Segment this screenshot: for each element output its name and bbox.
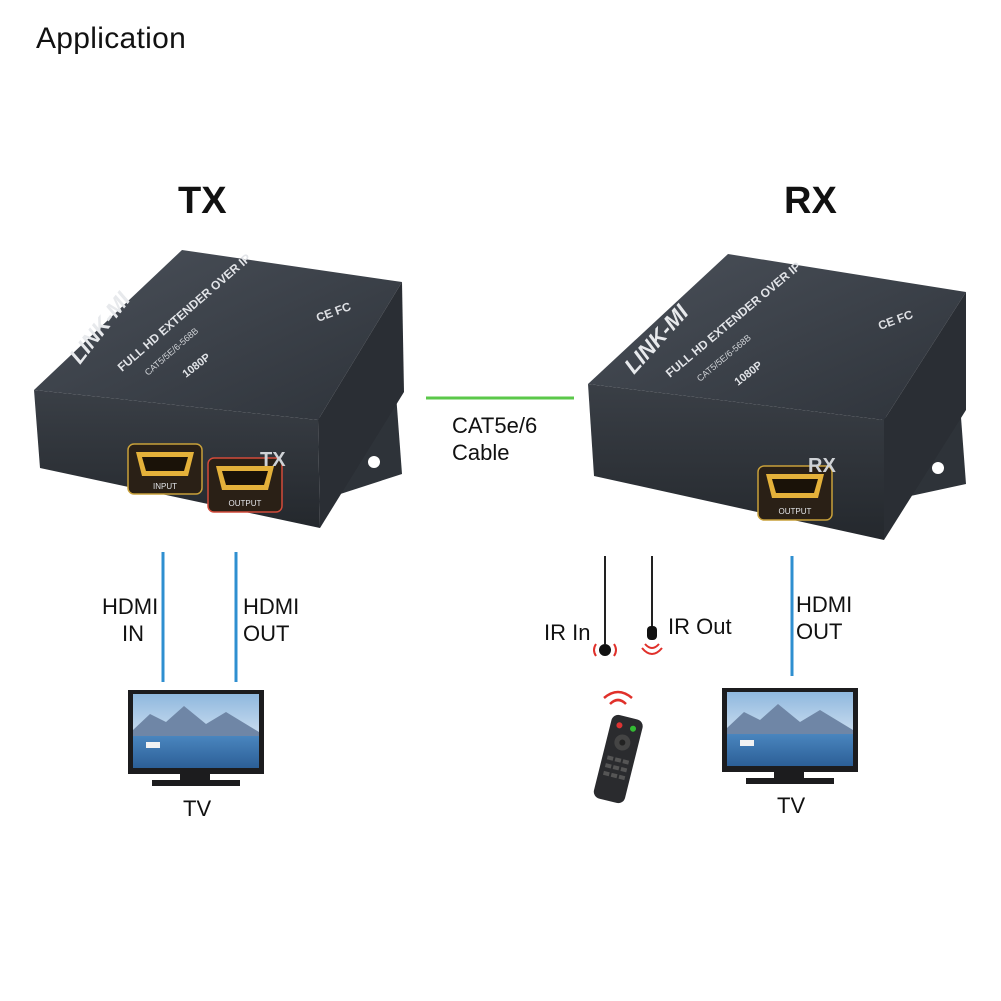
tx-device: LINK-MI FULL HD EXTENDER OVER IP CAT5/5E…: [34, 250, 404, 528]
remote-control-icon: [593, 690, 643, 804]
tx-hdmi-out-label-line-2: OUT: [243, 621, 290, 646]
tx-side-panel: [318, 282, 404, 528]
rx-front-mark: RX: [808, 455, 836, 477]
ir-in-sensor: [599, 644, 611, 656]
cable-label-line-1: CAT5e/6: [452, 413, 538, 438]
tx-front-mark: TX: [260, 449, 286, 471]
tx-tv-icon: [128, 690, 264, 786]
cable-label-line-2: Cable: [452, 440, 510, 465]
rx-tv-label: TV: [777, 793, 806, 818]
rx-title: RX: [784, 180, 837, 222]
rx-hdmi-out-label-line-1: HDMI: [796, 592, 853, 617]
tx-hdmi-in-label-line-1: HDMI: [102, 594, 159, 619]
ir-in-label: IR In: [544, 620, 591, 645]
tx-hdmi-out-label-line-1: HDMI: [243, 594, 300, 619]
tx-input-port-label: INPUT: [153, 482, 177, 491]
cable-label: CAT5e/6 Cable: [452, 412, 537, 466]
rx-tv-icon: [722, 688, 858, 784]
rx-top-panel: [588, 254, 966, 420]
tx-hdmi-in-label: HDMI IN: [102, 593, 158, 647]
tx-tv-label: TV: [183, 796, 212, 821]
rx-hdmi-out-label-line-2: OUT: [796, 619, 843, 644]
rx-hdmi-out-label: HDMI OUT: [796, 591, 852, 645]
ir-out-emitter: [647, 626, 657, 640]
rx-output-port-label: OUTPUT: [779, 507, 812, 516]
page-heading: Application: [36, 22, 187, 55]
tx-hdmi-out-label: HDMI OUT: [243, 593, 299, 647]
rx-side-panel: [884, 292, 966, 540]
rx-device: LINK-MI FULL HD EXTENDER OVER IP CAT5/5E…: [588, 254, 966, 540]
tx-output-port-label: OUTPUT: [229, 499, 262, 508]
tx-title: TX: [178, 180, 227, 222]
ir-out-label: IR Out: [668, 614, 732, 639]
tx-hdmi-in-label-line-2: IN: [122, 621, 144, 646]
tx-top-panel: [34, 250, 402, 420]
